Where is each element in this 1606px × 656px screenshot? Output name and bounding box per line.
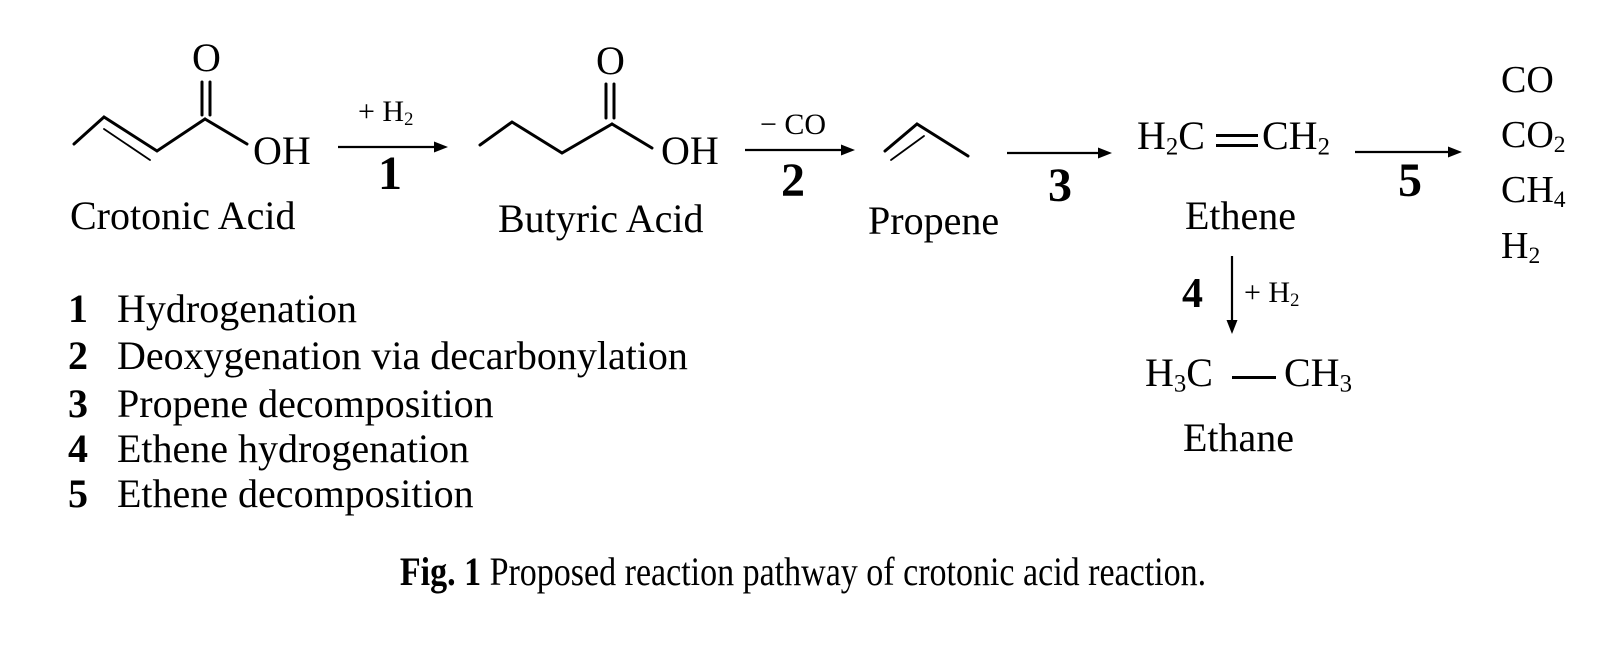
product-list: CO CO2 CH4 H2 [1501,58,1566,279]
step3-number: 3 [1048,159,1072,212]
ethane-h-label: H [1145,350,1174,395]
legend-item-1-label: Hydrogenation [117,286,357,331]
ethane-c-label: C [1186,350,1213,395]
reaction-arrow-5 [1355,146,1462,158]
step1-reagent-subscript: 2 [404,109,414,131]
ethene-ch-subscript: 2 [1317,133,1330,161]
product-co2: CO2 [1501,113,1566,168]
step4-reagent-subscript: 2 [1290,290,1300,312]
legend-item-1: 1 Hydrogenation [68,289,357,329]
ethene-formula-left: H2C [1137,116,1205,160]
ethene-name: Ethene [1185,193,1297,238]
caption-text: Proposed reaction pathway of crotonic ac… [481,549,1207,594]
crotonic-oh-label: OH [253,128,311,173]
crotonic-carbonyl-o-label: O [192,35,221,80]
step4-reagent: + H2 [1244,278,1299,311]
reaction-arrow-4 [1226,256,1238,334]
product-ch4-subscript: 4 [1553,187,1566,214]
legend-item-4-label: Ethene hydrogenation [117,426,470,471]
legend-item-3-number: 3 [68,381,88,426]
reaction-arrow-2 [745,144,855,156]
step1-reagent-base: + H [358,95,405,128]
crotonic-acid-structure [72,80,249,161]
butyric-oh-label: OH [661,128,719,173]
ethane-ch-subscript: 3 [1339,370,1352,398]
ethene-formula-right: CH2 [1262,116,1330,160]
ethene-double-bond [1216,134,1258,147]
product-co: CO [1501,58,1566,113]
product-ch4: CH4 [1501,168,1566,223]
ethane-formula-left: H3C [1145,353,1213,397]
legend-item-3: 3 Propene decomposition [68,384,494,424]
caption-figure-label: Fig. 1 [399,549,482,594]
legend-item-1-number: 1 [68,286,88,331]
ethene-h-label: H [1137,113,1166,158]
ethane-ch-label: CH [1284,350,1340,395]
legend-item-5: 5 Ethene decomposition [68,474,474,514]
figure-caption: Fig. 1 Proposed reaction pathway of crot… [120,552,1485,592]
legend-item-3-label: Propene decomposition [117,381,494,426]
step5-number: 5 [1398,154,1422,207]
product-co2-subscript: 2 [1553,132,1566,159]
reaction-arrow-3 [1007,147,1112,159]
legend-item-4-number: 4 [68,426,88,471]
butyric-acid-structure [478,82,654,155]
product-h2-subscript: 2 [1528,242,1541,269]
ethane-h-subscript: 3 [1173,370,1187,398]
ethane-name: Ethane [1183,415,1295,460]
step4-number: 4 [1182,271,1203,317]
ethane-formula-right: CH3 [1284,353,1352,397]
step2-reagent-base: − CO [760,108,827,141]
product-co2-base: CO [1501,114,1554,157]
step1-number: 1 [378,147,402,200]
step1-reagent: + H2 [358,97,413,130]
product-h2-base: H [1501,224,1529,267]
ethene-c-label: C [1178,113,1205,158]
propene-structure [883,122,970,161]
legend-item-4: 4 Ethene hydrogenation [68,429,469,469]
propene-name: Propene [868,198,1000,243]
step4-reagent-base: + H [1244,276,1291,309]
butyric-carbonyl-o-label: O [596,38,625,83]
product-h2: H2 [1501,224,1566,279]
product-ch4-base: CH [1501,169,1554,212]
ethene-h-subscript: 2 [1165,133,1179,161]
legend-item-2: 2 Deoxygenation via decarbonylation [68,336,688,376]
ethane-single-bond [1232,376,1276,379]
step2-reagent: − CO [760,110,826,143]
legend-item-5-number: 5 [68,471,88,516]
reaction-arrow-1 [338,141,448,153]
legend-item-2-label: Deoxygenation via decarbonylation [117,333,688,378]
legend-item-5-label: Ethene decomposition [117,471,474,516]
ethene-ch-label: CH [1262,113,1318,158]
product-co-base: CO [1501,59,1554,101]
crotonic-acid-name: Crotonic Acid [70,193,296,238]
butyric-acid-name: Butyric Acid [498,196,704,241]
step2-number: 2 [781,154,805,207]
legend-item-2-number: 2 [68,333,88,378]
